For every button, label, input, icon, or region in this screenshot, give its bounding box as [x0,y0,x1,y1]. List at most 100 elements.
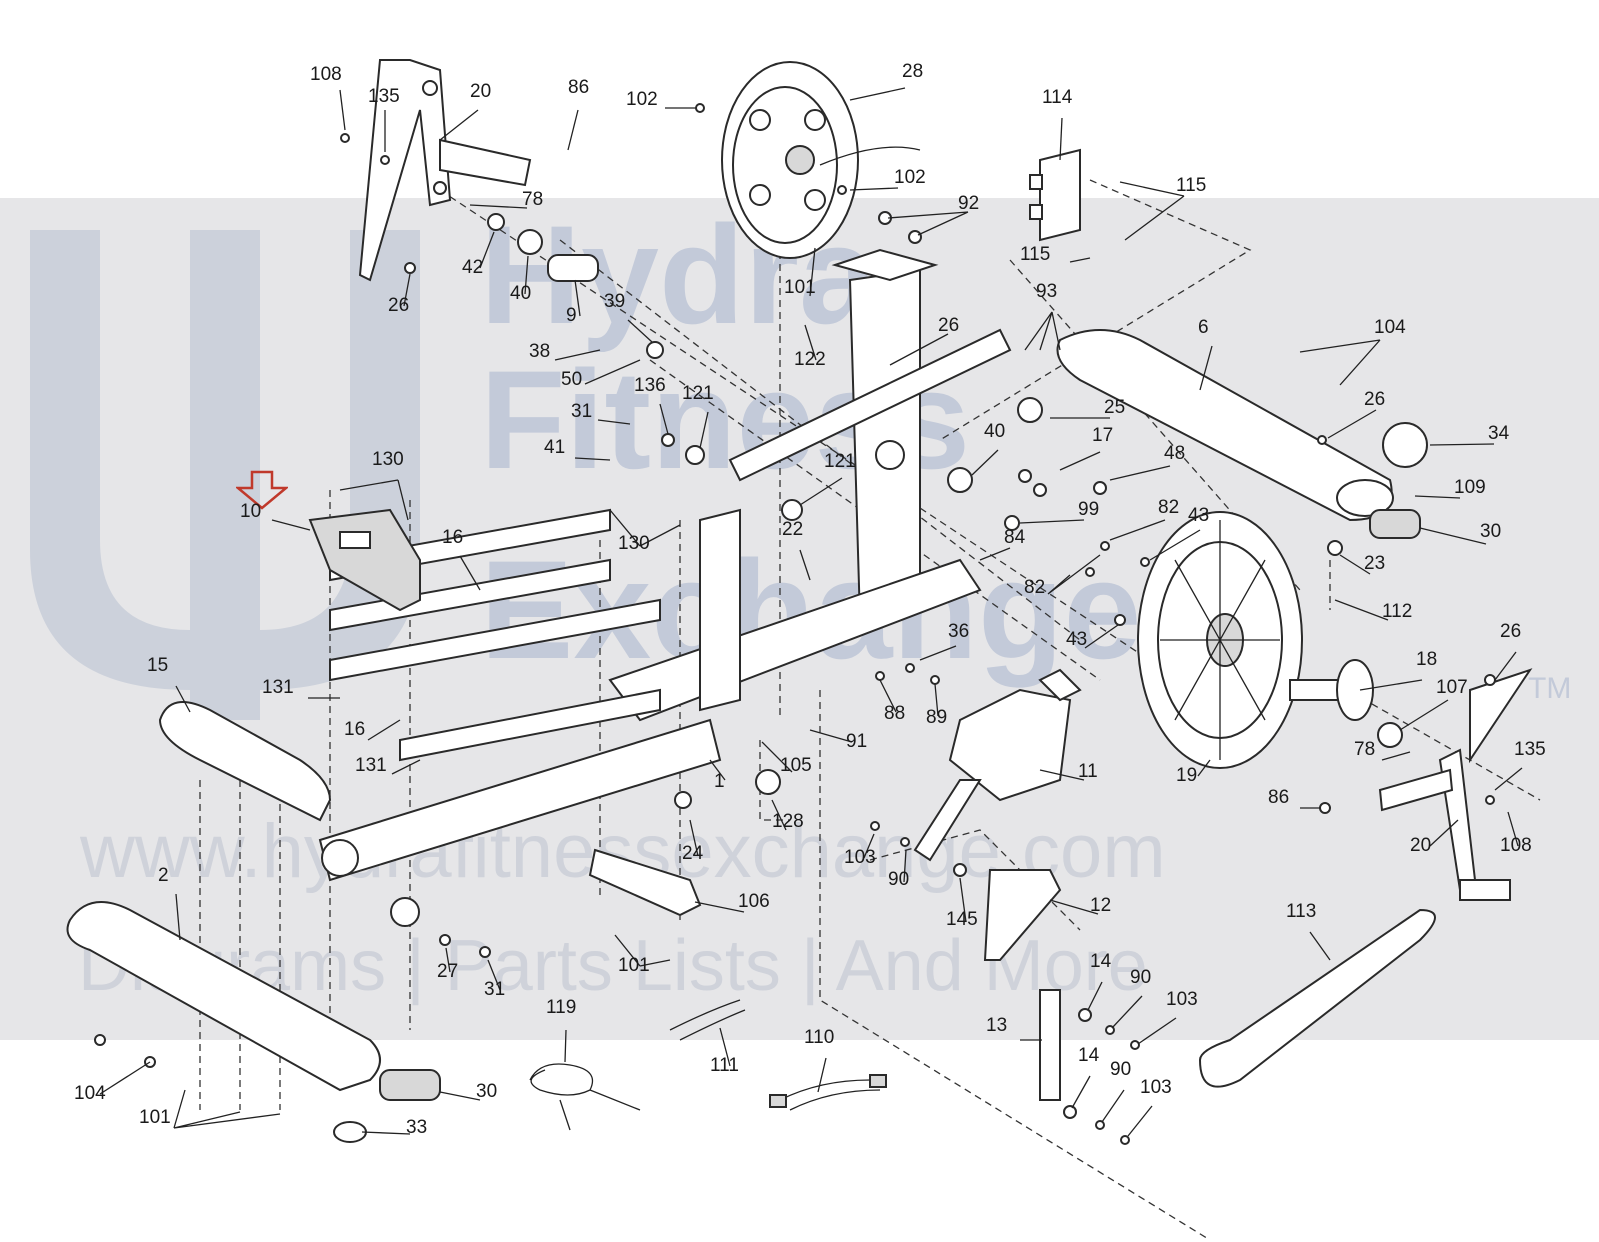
part-callout-27: 27 [437,961,459,982]
part-callout-121: 121 [824,451,856,472]
part-callout-128: 128 [772,811,804,832]
part-callout-92: 92 [958,193,980,214]
part-callout-26: 26 [1364,389,1386,410]
part-callout-16: 16 [442,527,464,548]
part-20-right-link-arm [1378,668,1533,901]
part-119-power-cord [529,1063,641,1131]
part-callout-101: 101 [139,1107,171,1128]
part-callout-10: 10 [240,501,262,522]
part-callout-104: 104 [74,1083,106,1104]
part-callout-110: 110 [804,1027,835,1048]
part-callout-115: 115 [1020,244,1051,265]
part-callout-122: 122 [794,349,826,370]
part-callout-131: 131 [355,755,387,776]
part-callout-14: 14 [1090,951,1112,972]
part-callout-91: 91 [846,731,868,752]
part-callout-31: 31 [484,979,506,1000]
part-callout-82: 82 [1158,497,1180,518]
part-callout-115: 115 [1176,175,1207,196]
part-callout-145: 145 [946,909,978,930]
part-callout-89: 89 [926,707,948,728]
fasteners [94,103,1496,1145]
part-callout-33: 33 [406,1117,428,1138]
part-callout-6: 6 [1198,317,1209,338]
part-callout-31: 31 [571,401,593,422]
part-113-drive-belt [1198,908,1436,1088]
part-30-end-cap [379,509,1421,1101]
part-callout-107: 107 [1436,677,1468,698]
part-callout-101: 101 [618,955,650,976]
part-callout-84: 84 [1004,527,1026,548]
part-callout-28: 28 [902,61,924,82]
part-callout-136: 136 [634,375,666,396]
part-110-wire-harness [769,1074,887,1111]
part-callout-2: 2 [158,865,169,886]
watermark-trademark: TM [1528,672,1572,705]
part-callout-26: 26 [938,315,960,336]
part-callout-48: 48 [1164,443,1186,464]
part-callout-103: 103 [1166,989,1198,1010]
part-callout-19: 19 [1176,765,1198,786]
part-callout-20: 20 [470,81,492,102]
part-111-wire [669,999,746,1041]
part-callout-108: 108 [310,64,342,85]
part-16-rails [329,508,661,762]
part-callout-18: 18 [1416,649,1438,670]
part-callout-82: 82 [1024,577,1046,598]
part-callout-99: 99 [1078,499,1100,520]
part-callout-131: 131 [262,677,294,698]
part-callout-40: 40 [984,421,1006,442]
part-callout-106: 106 [738,891,770,912]
part-callout-108: 108 [1500,835,1532,856]
part-callout-50: 50 [561,369,583,390]
part-callout-86: 86 [1268,787,1290,808]
part-callout-34: 34 [1488,423,1510,444]
part-28-pulley [721,61,921,259]
part-10-shroud [308,508,421,612]
part-callout-30: 30 [1480,521,1502,542]
part-11-motor [913,668,1082,862]
part-callout-12: 12 [1090,895,1112,916]
part-15-handlebar [158,701,332,822]
part-callout-135: 135 [368,86,400,107]
part-callout-130: 130 [618,533,650,554]
part-callout-43: 43 [1188,505,1210,526]
part-19-flywheel [1137,511,1303,769]
part-callout-119: 119 [546,997,577,1018]
part-6-crossbar [1056,329,1394,522]
part-callout-40: 40 [510,283,532,304]
part-callout-26: 26 [1500,621,1522,642]
part-13-crank-link [1039,989,1061,1101]
part-114-console-board [1029,148,1081,242]
part-106-bracket [588,848,702,917]
part-callout-11: 11 [1078,761,1098,782]
part-callout-42: 42 [462,257,484,278]
part-callout-103: 103 [1140,1077,1172,1098]
part-callout-17: 17 [1092,425,1114,446]
part-callout-23: 23 [1364,553,1386,574]
part-callout-105: 105 [780,755,812,776]
part-2-base-tube [66,901,381,1092]
part-callout-90: 90 [888,869,910,890]
part-callout-112: 112 [1382,601,1413,622]
part-callout-111: 111 [710,1055,739,1076]
highlight-down-arrow-icon [236,470,288,510]
part-callout-113: 113 [1286,901,1317,922]
part-callout-102: 102 [894,167,926,188]
watermark-logo-icon [30,230,420,720]
part-callout-1: 1 [714,771,725,792]
part-callout-38: 38 [529,341,551,362]
part-callout-13: 13 [986,1015,1008,1036]
part-callout-78: 78 [1354,739,1376,760]
part-callout-30: 30 [476,1081,498,1102]
part-callout-90: 90 [1130,967,1152,988]
part-callout-101: 101 [784,277,816,298]
part-12-crank-arm [983,869,1062,961]
part-callout-103: 103 [844,847,876,868]
part-callout-36: 36 [948,621,970,642]
part-callout-114: 114 [1042,87,1073,108]
part-33-foot [333,1121,367,1143]
part-callout-22: 22 [782,519,804,540]
part-callout-78: 78 [522,189,544,210]
